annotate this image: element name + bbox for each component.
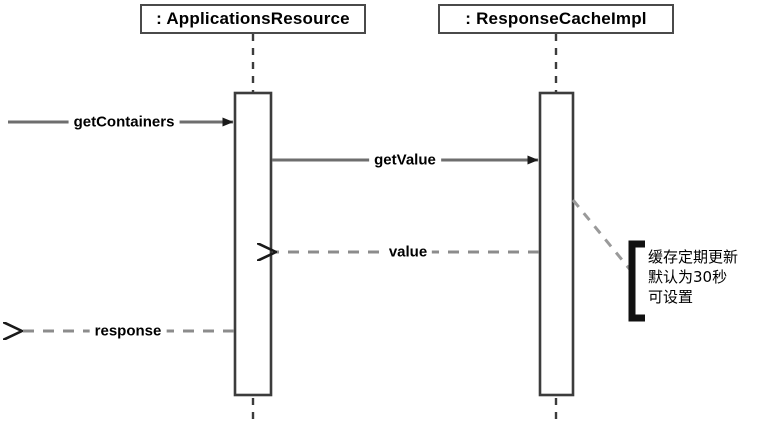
message-label-response: response bbox=[89, 323, 167, 339]
participant-box-response-cache-impl[interactable]: : ResponseCacheImpl bbox=[438, 4, 674, 34]
message-label-get-containers: getContainers bbox=[68, 114, 180, 130]
participant-box-applications-resource[interactable]: : ApplicationsResource bbox=[140, 4, 366, 34]
note-text-line-1: 缓存定期更新 bbox=[648, 248, 739, 266]
note-text-line-3: 可设置 bbox=[648, 287, 694, 306]
activation-bar-applications-resource bbox=[233, 91, 273, 397]
lifeline-group bbox=[251, 34, 558, 425]
participant-label-applications-resource: : ApplicationsResource bbox=[156, 9, 350, 28]
note-bracket-icon bbox=[628, 240, 645, 322]
message-label-value: value bbox=[383, 244, 433, 260]
participant-label-response-cache-impl: : ResponseCacheImpl bbox=[465, 9, 647, 28]
note-group bbox=[571, 199, 645, 322]
message-arrow-group bbox=[8, 117, 539, 331]
note-text-cache-refresh: 缓存定期更新 默认为30秒 可设置 bbox=[648, 248, 738, 307]
note-connector-line bbox=[571, 199, 634, 273]
note-text-line-2: 默认为30秒 bbox=[648, 267, 728, 286]
activation-bar-response-cache-impl bbox=[538, 91, 575, 397]
message-label-get-value: getValue bbox=[369, 152, 441, 168]
